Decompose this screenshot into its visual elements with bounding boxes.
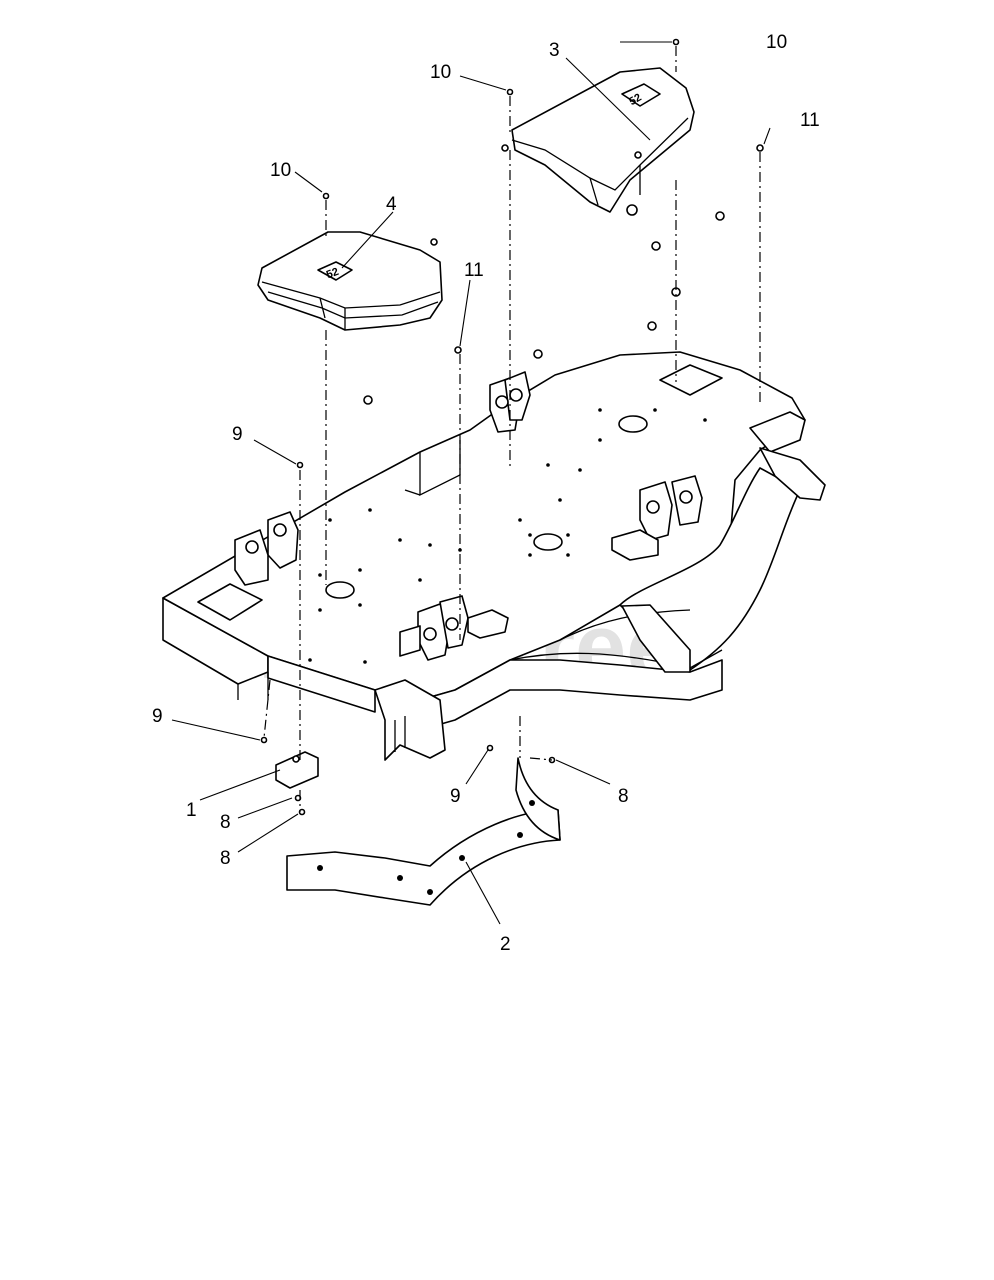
- callout-11-center: 11: [464, 260, 484, 281]
- callout-3: 3: [549, 40, 560, 61]
- callout-9-upper-left: 9: [232, 424, 243, 445]
- callout-9-lower-left: 9: [152, 706, 163, 727]
- right-cover-logo: 52: [627, 92, 644, 109]
- right-belt-cover[interactable]: 52: [511, 67, 695, 216]
- callout-2: 2: [500, 934, 511, 955]
- left-belt-cover[interactable]: 52: [257, 231, 443, 331]
- callout-1: 1: [186, 800, 197, 821]
- callout-10-top-center: 10: [430, 62, 451, 83]
- leader-lines: [171, 41, 771, 925]
- callout-11-right: 11: [800, 110, 820, 131]
- callout-10-top-right: 10: [766, 32, 787, 53]
- callout-labels: 10 10 10 3 11 11 4 9 9 9 1 8 8 8 2: [152, 32, 820, 955]
- callout-10-left: 10: [270, 160, 291, 181]
- fasteners: [260, 38, 764, 816]
- callout-8-upper: 8: [220, 812, 231, 833]
- callout-8-lower: 8: [220, 848, 231, 869]
- callout-4: 4: [386, 194, 397, 215]
- callout-9-center: 9: [450, 786, 461, 807]
- assembly-lines: [263, 46, 761, 812]
- deck-frame[interactable]: [162, 351, 826, 761]
- left-cover-logo: 52: [325, 266, 341, 281]
- callout-8-right: 8: [618, 786, 629, 807]
- small-bracket[interactable]: [275, 751, 319, 789]
- curved-baffle[interactable]: [286, 757, 561, 906]
